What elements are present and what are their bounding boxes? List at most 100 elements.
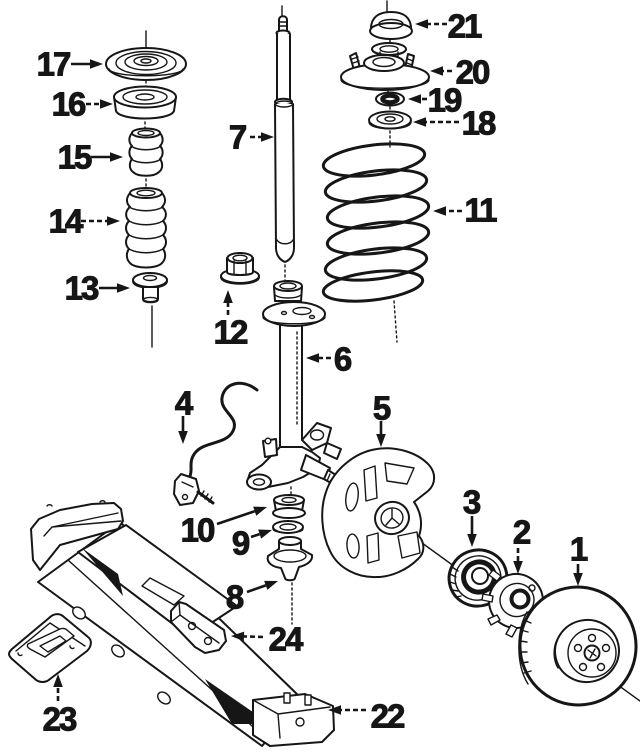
callout-label: 13: [65, 270, 99, 307]
splash-shield-5: [321, 447, 436, 579]
coil-spring-11: [321, 142, 431, 343]
steering-knuckle: [246, 422, 342, 497]
strut-lock-nut-12: [220, 252, 260, 285]
callout-4: 4: [174, 384, 196, 444]
brake-rotor-1: [518, 585, 638, 707]
callout-arrow-head: [408, 94, 421, 104]
callout-arrow-head: [178, 431, 188, 444]
callout-arrow-head: [433, 206, 446, 216]
callout-label: 22: [371, 698, 405, 735]
callout-arrow-head: [100, 99, 113, 109]
callout-arrow-head: [376, 434, 386, 447]
ball-joint-8: [266, 536, 314, 625]
callout-5: 5: [372, 389, 393, 447]
callout-label: 7: [229, 119, 246, 156]
callout-label: 3: [463, 484, 481, 521]
callout-arrow-head: [223, 290, 233, 303]
upper-seat-washer-18: [368, 110, 412, 148]
bump-stop-boot-15: [128, 127, 164, 189]
callout-arrow-head: [261, 132, 274, 142]
callout-arrow-head: [573, 573, 583, 586]
callout-16: 16: [51, 85, 113, 123]
callout-3: 3: [462, 483, 483, 547]
callout-arrow-head: [328, 705, 341, 715]
callout-label: 20: [456, 54, 489, 91]
upper-spring-seat-17: [105, 30, 187, 89]
callout-23: 23: [42, 674, 79, 738]
callout-arrow-head: [107, 216, 120, 226]
callout-label: 4: [175, 385, 194, 422]
callout-label: 6: [334, 341, 352, 378]
callout-arrow-head: [467, 534, 477, 547]
callout-arrow-head: [415, 19, 428, 29]
mount-nut: [371, 42, 407, 57]
callout-arrow-head: [513, 561, 523, 574]
strut-mount-20: [340, 52, 430, 94]
callout-17: 17: [36, 45, 103, 83]
strut-housing-6: [262, 280, 326, 448]
mount-bracket-24: [170, 601, 227, 654]
callout-10: 10: [180, 506, 267, 549]
callout-arrow-line: [250, 532, 261, 539]
callout-label: 23: [43, 701, 77, 738]
strut-bumper-13: [132, 272, 168, 348]
callout-arrow-line: [246, 584, 267, 594]
callout-18: 18: [413, 104, 498, 142]
callout-arrow-head: [264, 580, 278, 590]
callout-22: 22: [328, 697, 407, 735]
callout-19: 19: [408, 81, 464, 119]
callout-label: 18: [462, 105, 496, 142]
callout-label: 16: [52, 86, 86, 123]
mount-bearing-19: [375, 91, 405, 111]
callout-label: 5: [373, 390, 391, 427]
callout-7: 7: [228, 118, 274, 156]
callout-2: 2: [512, 513, 533, 574]
callout-label: 8: [226, 579, 244, 616]
spring-seat-insulator-16: [113, 85, 177, 129]
callout-label: 2: [513, 514, 531, 551]
callout-arrow-head: [53, 674, 63, 687]
balljoint-washer-9: [272, 520, 304, 534]
callout-14: 14: [48, 202, 120, 240]
callout-arrow-head: [258, 529, 272, 539]
callout-arrow-head: [110, 152, 123, 162]
callout-arrow-line: [216, 509, 256, 526]
callout-arrow-head: [430, 66, 443, 76]
skid-plate-23: [8, 613, 92, 683]
callout-15: 15: [57, 138, 123, 176]
callout-label: 19: [428, 82, 462, 119]
callout-8: 8: [225, 578, 278, 616]
callout-label: 10: [181, 512, 214, 549]
crossmember-22: [30, 500, 335, 747]
callout-label: 1: [570, 531, 588, 568]
callout-label: 14: [49, 203, 84, 240]
callout-21: 21: [415, 7, 484, 45]
strut-cartridge-7: [274, 5, 295, 282]
callout-arrow-head: [231, 631, 245, 642]
callout-12: 12: [213, 290, 250, 351]
callout-label: 21: [448, 8, 482, 45]
callout-label: 11: [465, 192, 498, 229]
callout-label: 17: [37, 46, 70, 83]
callout-label: 15: [58, 139, 92, 176]
callout-6: 6: [306, 340, 354, 378]
speed-sensor-4: [173, 381, 259, 506]
callout-9: 9: [231, 524, 272, 562]
mount-cap-21: [369, 0, 413, 45]
balljoint-bushing-10: [272, 494, 306, 519]
callout-24: 24: [231, 620, 306, 658]
callout-20: 20: [430, 53, 491, 91]
callout-label: 12: [214, 314, 248, 351]
callout-1: 1: [569, 530, 590, 586]
callout-arrow-line: [243, 635, 264, 639]
callout-label: 24: [269, 621, 304, 658]
callout-arrow-head: [90, 59, 103, 69]
dust-boot-14: [125, 187, 167, 269]
callout-arrow-head: [306, 353, 319, 363]
callout-arrow-head: [253, 506, 267, 516]
callout-arrow-head: [413, 117, 426, 127]
callout-13: 13: [64, 269, 130, 307]
